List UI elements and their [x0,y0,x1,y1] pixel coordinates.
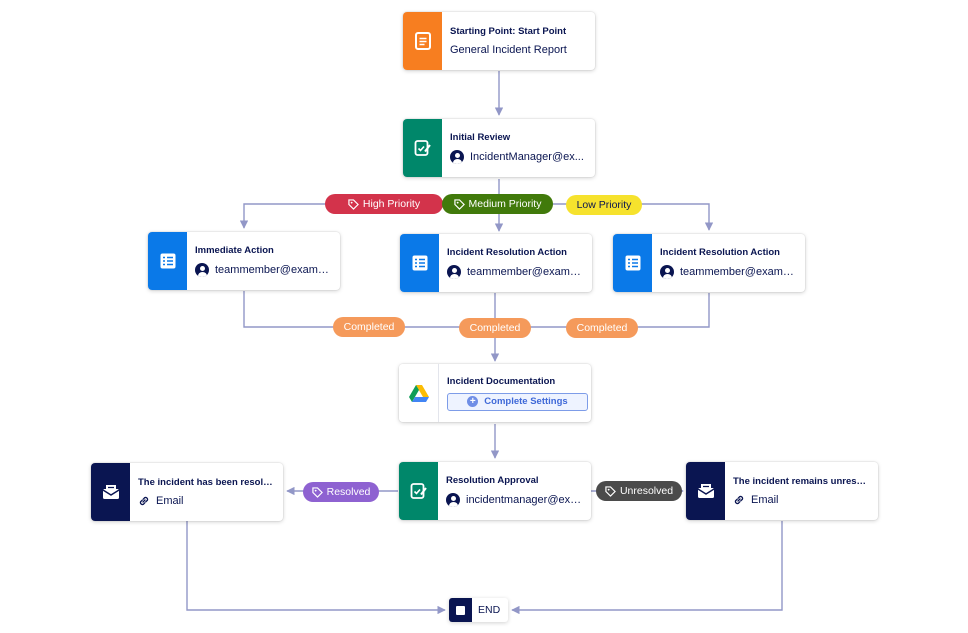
form-icon [403,12,442,70]
completed-pill-right[interactable]: Completed [566,318,638,338]
task-list-icon [613,234,652,292]
pill-label: Completed [343,321,395,333]
node-title: Starting Point: Start Point [450,26,567,37]
tag-icon [311,486,323,498]
node-subtitle: Email [751,494,779,506]
node-title: The incident remains unresol... [733,476,870,487]
approval-icon [403,119,442,177]
incident-resolution-action-node-right[interactable]: Incident Resolution Action teammember@ex… [613,234,805,292]
low-priority-pill[interactable]: Low Priority [566,195,642,215]
pill-label: Completed [469,322,521,334]
email-icon [686,462,725,520]
stop-icon [449,598,472,622]
incident-resolution-action-node-mid[interactable]: Incident Resolution Action teammember@ex… [400,234,592,292]
complete-settings-label: Complete Settings [484,396,568,407]
task-list-icon [148,232,187,290]
incident-documentation-node[interactable]: Incident Documentation + Complete Settin… [399,364,591,422]
link-icon [734,495,744,505]
node-subtitle: Email [156,495,184,507]
node-assignee: teammember@examp... [215,264,332,276]
task-list-icon [400,234,439,292]
user-avatar-icon [446,493,460,507]
completed-pill-left[interactable]: Completed [333,317,405,337]
user-avatar-icon [447,265,461,279]
node-title: Initial Review [450,132,511,143]
resolution-approval-node[interactable]: Resolution Approval incidentmanager@exa.… [399,462,591,520]
pill-label: Unresolved [619,485,674,497]
link-icon [139,496,149,506]
high-priority-pill[interactable]: High Priority [325,194,443,214]
node-title: The incident has been resolv... [138,477,275,488]
tag-icon [453,198,465,210]
email-resolved-node[interactable]: The incident has been resolv... Email [91,463,283,521]
plus-icon: + [467,396,479,407]
resolved-pill[interactable]: Resolved [303,482,379,502]
pill-label: High Priority [362,198,421,210]
google-drive-icon [399,364,439,422]
end-node[interactable]: END [449,598,508,622]
tag-icon [605,485,616,497]
completed-pill-mid[interactable]: Completed [459,318,531,338]
node-assignee: IncidentManager@ex... [470,151,584,163]
pill-label: Resolved [326,486,371,498]
node-assignee: teammember@examp... [467,266,584,278]
medium-priority-pill[interactable]: Medium Priority [442,194,553,214]
pill-label: Low Priority [576,199,632,211]
end-label: END [478,604,501,616]
tag-icon [348,198,359,210]
email-unresolved-node[interactable]: The incident remains unresol... Email [686,462,878,520]
user-avatar-icon [195,263,209,277]
wire-resolved-end [186,521,446,615]
node-title: Immediate Action [195,245,274,256]
node-assignee: teammember@examp... [680,266,797,278]
node-subtitle: General Incident Report [450,44,567,56]
email-icon [91,463,130,521]
node-title: Incident Documentation [447,375,556,387]
node-title: Incident Resolution Action [447,247,567,258]
approval-icon [399,462,438,520]
node-assignee: incidentmanager@exa... [466,494,583,506]
immediate-action-node[interactable]: Immediate Action teammember@examp... [148,232,340,290]
pill-label: Medium Priority [468,198,542,210]
wire-unresolved-end [511,521,783,615]
unresolved-pill[interactable]: Unresolved [596,481,682,501]
user-avatar-icon [660,265,674,279]
start-node[interactable]: Starting Point: Start Point General Inci… [403,12,595,70]
wire-immediate-merge [243,291,495,328]
user-avatar-icon [450,150,464,164]
pill-label: Completed [576,322,628,334]
initial-review-node[interactable]: Initial Review IncidentManager@ex... [403,119,595,177]
node-title: Incident Resolution Action [660,247,780,258]
complete-settings-button[interactable]: + Complete Settings [447,392,588,411]
node-title: Resolution Approval [446,475,539,486]
